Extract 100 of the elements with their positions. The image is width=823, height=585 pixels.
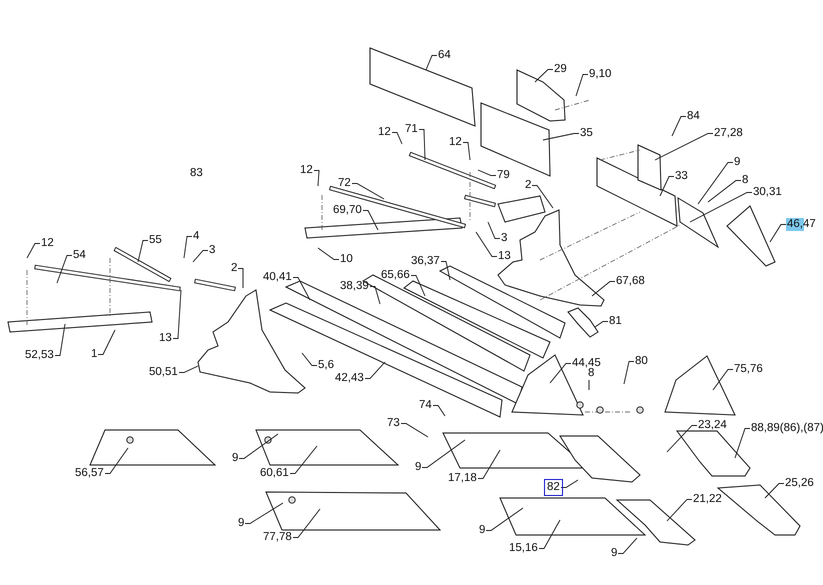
leader-line	[666, 499, 692, 522]
leader-line	[178, 366, 198, 373]
callout-number: 33	[674, 170, 689, 183]
callout-number: 3	[208, 244, 216, 257]
leader-line	[476, 232, 498, 257]
leader-line	[318, 248, 340, 260]
leader-line	[764, 483, 784, 498]
callout-number: 9	[237, 517, 246, 530]
callout-number: 9,10	[588, 68, 612, 81]
leader-line	[432, 405, 446, 416]
leader-line	[592, 281, 616, 296]
callout-number: 55	[148, 234, 163, 247]
leader-line	[560, 480, 578, 488]
leader-line	[534, 69, 554, 82]
leader-line	[660, 176, 674, 196]
leader-line	[672, 116, 686, 136]
leader-line	[462, 142, 470, 160]
callout-number: 81	[608, 315, 623, 328]
callout-number: 8	[587, 367, 596, 380]
callout-number: 5,6	[317, 359, 335, 372]
leader-line	[478, 170, 496, 176]
leader-line	[352, 183, 384, 200]
leader-line	[238, 268, 244, 288]
leader-line	[712, 369, 734, 390]
callout-number: 13	[497, 250, 512, 263]
leader-line	[418, 129, 426, 160]
callout-number: 9	[414, 461, 422, 474]
leader-line	[400, 423, 428, 438]
callout-number: 84	[686, 110, 701, 123]
leader-line	[290, 446, 318, 474]
leader-line	[486, 508, 524, 531]
callout-number: 4	[192, 230, 200, 243]
callout-number: 3	[500, 232, 508, 245]
callout-number: 56,57	[74, 467, 105, 480]
leader-line	[538, 520, 560, 549]
callout-number: 9	[733, 156, 742, 169]
leader-line	[364, 362, 386, 379]
callout-number: 25,26	[784, 477, 815, 490]
leader-line	[624, 361, 634, 384]
leader-line	[576, 74, 588, 96]
leader-line	[478, 450, 500, 479]
callout-number: 2	[230, 262, 238, 275]
leader-line	[410, 275, 426, 296]
leader-line	[292, 508, 320, 538]
callout-number: 8	[741, 174, 750, 187]
leader-line	[54, 324, 66, 356]
leader-line	[690, 192, 752, 222]
callout-number: 9	[610, 547, 618, 560]
callout-number: 12	[40, 237, 55, 250]
leader-line	[550, 363, 572, 384]
callout-number: 69,70	[332, 204, 363, 217]
leader-line	[238, 434, 278, 459]
leader-line	[532, 185, 554, 208]
leader-line	[770, 224, 786, 242]
leader-line	[392, 132, 402, 144]
callout-number: 1	[90, 348, 98, 361]
callout-number: 35	[579, 127, 594, 140]
callout-number: 36,37	[410, 255, 441, 268]
callout-number: 88,89(86),(87)	[750, 422, 823, 435]
callout-number: 23,24	[697, 419, 728, 432]
leader-line	[184, 236, 192, 258]
callout-number: 50,51	[148, 366, 179, 379]
leader-line	[654, 133, 714, 160]
callout-number: 12	[448, 136, 463, 149]
callout-number: 64	[437, 49, 452, 62]
callout-number: 60,61	[259, 467, 290, 480]
leader-line	[138, 240, 148, 262]
leader-line	[26, 243, 40, 258]
callout-number: 65,66	[380, 269, 411, 282]
callout-number: 12	[299, 164, 314, 177]
leader-line	[370, 286, 380, 304]
callout-number: 42,43	[334, 372, 365, 385]
callout-number: 75,76	[733, 363, 764, 376]
leader-line	[422, 440, 466, 468]
callout-number: 54	[72, 249, 87, 262]
callout-number: 21,22	[692, 493, 723, 506]
callout-number: 2	[524, 179, 532, 192]
callout-number: 27,28	[713, 127, 744, 140]
callout-number: 30,31	[752, 186, 783, 199]
callout-number: 82	[546, 481, 561, 494]
leader-line	[542, 133, 580, 140]
leader-line	[104, 448, 128, 474]
callout-number: 52,53	[24, 349, 55, 362]
leader-line	[618, 538, 638, 554]
callout-number: 13	[158, 332, 173, 345]
callout-number: 38,39	[339, 280, 370, 293]
callout-number: 15,16	[508, 542, 539, 555]
leader-line	[292, 277, 310, 300]
callout-number: 29	[553, 63, 568, 76]
leader-line	[98, 330, 116, 355]
callout-number: 74	[418, 399, 433, 412]
leader-line	[362, 210, 378, 230]
leader-line	[708, 180, 742, 202]
leader-line	[698, 162, 734, 204]
leader-line	[594, 321, 608, 328]
callout-number: 9	[478, 524, 486, 537]
callout-number: 10	[339, 253, 354, 266]
callout-number: 9	[231, 452, 240, 465]
leader-line	[666, 425, 698, 452]
callout-number: 17,18	[447, 472, 478, 485]
